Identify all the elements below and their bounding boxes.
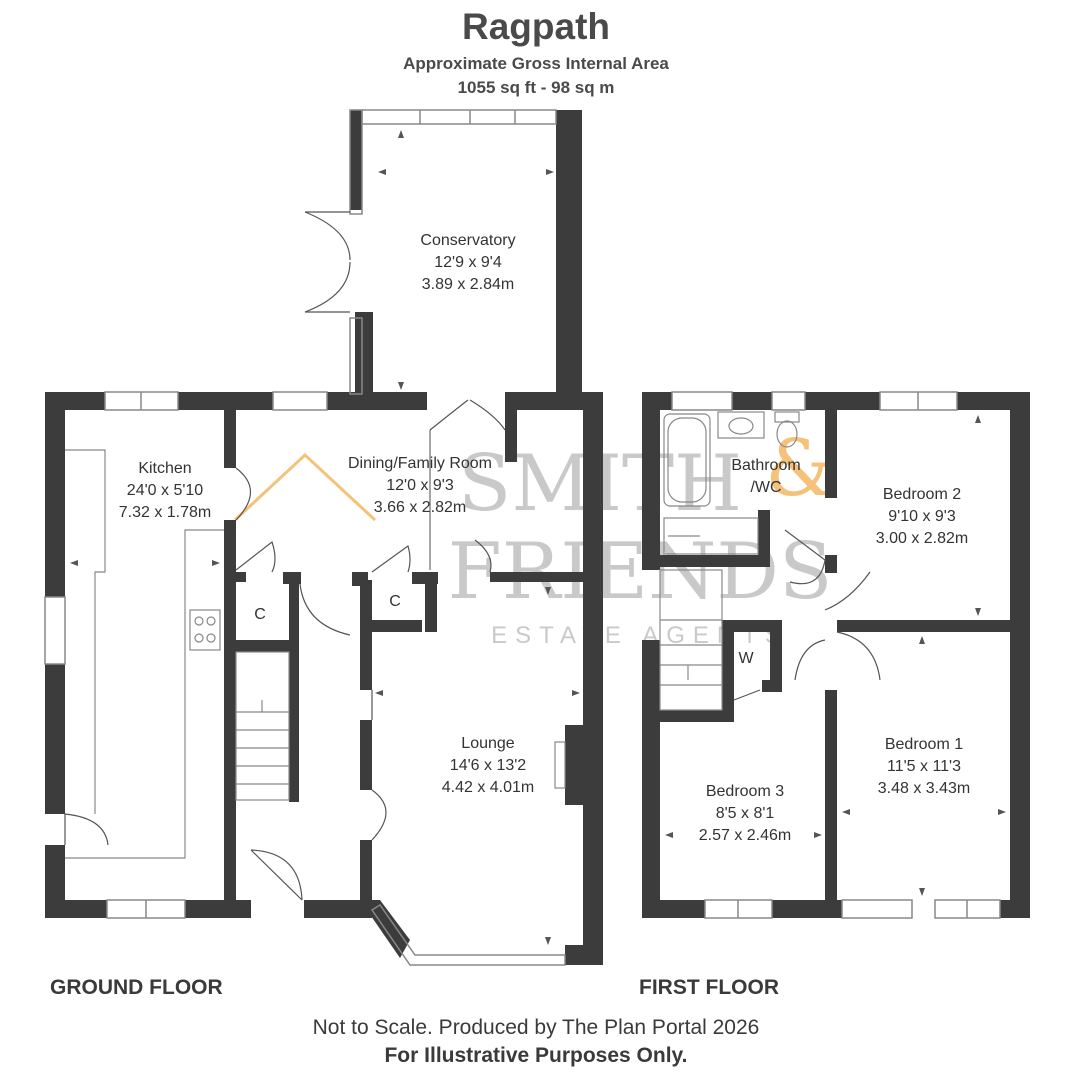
ground-floor-windows xyxy=(44,109,566,966)
svg-text:Bedroom 3: Bedroom 3 xyxy=(706,783,784,800)
first-floor-walls xyxy=(642,392,1030,918)
ground-floor-doors xyxy=(64,211,506,901)
svg-text:Kitchen: Kitchen xyxy=(138,460,191,477)
svg-text:12'0 x 9'3: 12'0 x 9'3 xyxy=(386,477,454,494)
dining-room-label: Dining/Family Room 12'0 x 9'3 3.66 x 2.8… xyxy=(348,455,492,516)
svg-text:3.66 x 2.82m: 3.66 x 2.82m xyxy=(374,499,467,516)
kitchen-label: Kitchen 24'0 x 5'10 7.32 x 1.78m xyxy=(119,460,212,521)
svg-text:4.42 x 4.01m: 4.42 x 4.01m xyxy=(442,779,535,796)
svg-text:24'0 x 5'10: 24'0 x 5'10 xyxy=(127,482,203,499)
svg-text:Lounge: Lounge xyxy=(461,735,514,752)
svg-text:8'5 x 8'1: 8'5 x 8'1 xyxy=(716,805,775,822)
svg-text:12'9 x 9'4: 12'9 x 9'4 xyxy=(434,254,502,271)
kitchen-counters xyxy=(65,449,224,859)
svg-text:/WC: /WC xyxy=(750,479,781,496)
bedroom2-label: Bedroom 2 9'10 x 9'3 3.00 x 2.82m xyxy=(876,486,969,547)
bath-icon xyxy=(663,413,711,507)
dimension-arrows xyxy=(70,130,1006,945)
disclaimer: For Illustrative Purposes Only. xyxy=(384,1044,688,1067)
ground-stairs xyxy=(235,651,290,801)
bedroom3-label: Bedroom 3 8'5 x 8'1 2.57 x 2.46m xyxy=(699,783,792,844)
svg-text:14'6 x 13'2: 14'6 x 13'2 xyxy=(450,757,526,774)
svg-text:9'10 x 9'3: 9'10 x 9'3 xyxy=(888,508,956,525)
first-stairs xyxy=(659,569,723,711)
sink-icon xyxy=(717,411,765,439)
watermark-roof-icon xyxy=(233,452,377,522)
cupboard-label-2: C xyxy=(389,593,401,610)
wardrobe-label: W xyxy=(738,650,754,667)
svg-text:Bedroom 1: Bedroom 1 xyxy=(885,736,963,753)
fireplace-icon xyxy=(554,741,566,789)
first-floor-windows xyxy=(671,391,1001,919)
ground-floor-walls xyxy=(45,110,603,965)
svg-text:Bathroom: Bathroom xyxy=(731,457,800,474)
bathroom-fixtures xyxy=(663,411,800,555)
hob-icon xyxy=(189,609,221,651)
svg-text:11'5 x 11'3: 11'5 x 11'3 xyxy=(887,758,961,775)
lounge-label: Lounge 14'6 x 13'2 4.42 x 4.01m xyxy=(442,735,535,796)
toilet-icon xyxy=(774,411,800,423)
plan-subtitle: Approximate Gross Internal Area xyxy=(403,54,669,73)
svg-text:3.00 x 2.82m: 3.00 x 2.82m xyxy=(876,530,969,547)
shower-icon xyxy=(663,517,759,555)
first-floor-doors xyxy=(733,529,881,701)
bathroom-label: Bathroom /WC xyxy=(731,457,800,496)
svg-text:7.32 x 1.78m: 7.32 x 1.78m xyxy=(119,504,212,521)
gross-area: 1055 sq ft - 98 sq m xyxy=(457,78,615,97)
conservatory-label: Conservatory 12'9 x 9'4 3.89 x 2.84m xyxy=(420,232,515,293)
plan-title: Ragpath xyxy=(462,6,610,47)
scale-note: Not to Scale. Produced by The Plan Porta… xyxy=(312,1016,760,1039)
svg-text:2.57 x 2.46m: 2.57 x 2.46m xyxy=(699,827,792,844)
ground-floor-label: GROUND FLOOR xyxy=(50,976,223,999)
svg-text:Dining/Family Room: Dining/Family Room xyxy=(348,455,492,472)
bedroom1-label: Bedroom 1 11'5 x 11'3 3.48 x 3.43m xyxy=(878,736,971,797)
svg-text:3.48 x 3.43m: 3.48 x 3.43m xyxy=(878,780,971,797)
svg-text:Bedroom 2: Bedroom 2 xyxy=(883,486,961,503)
svg-text:Conservatory: Conservatory xyxy=(420,232,515,249)
watermark-amp: & xyxy=(765,424,834,514)
svg-text:3.89 x 2.84m: 3.89 x 2.84m xyxy=(422,276,515,293)
cupboard-label-1: C xyxy=(254,606,266,623)
first-floor-label: FIRST FLOOR xyxy=(639,976,779,999)
